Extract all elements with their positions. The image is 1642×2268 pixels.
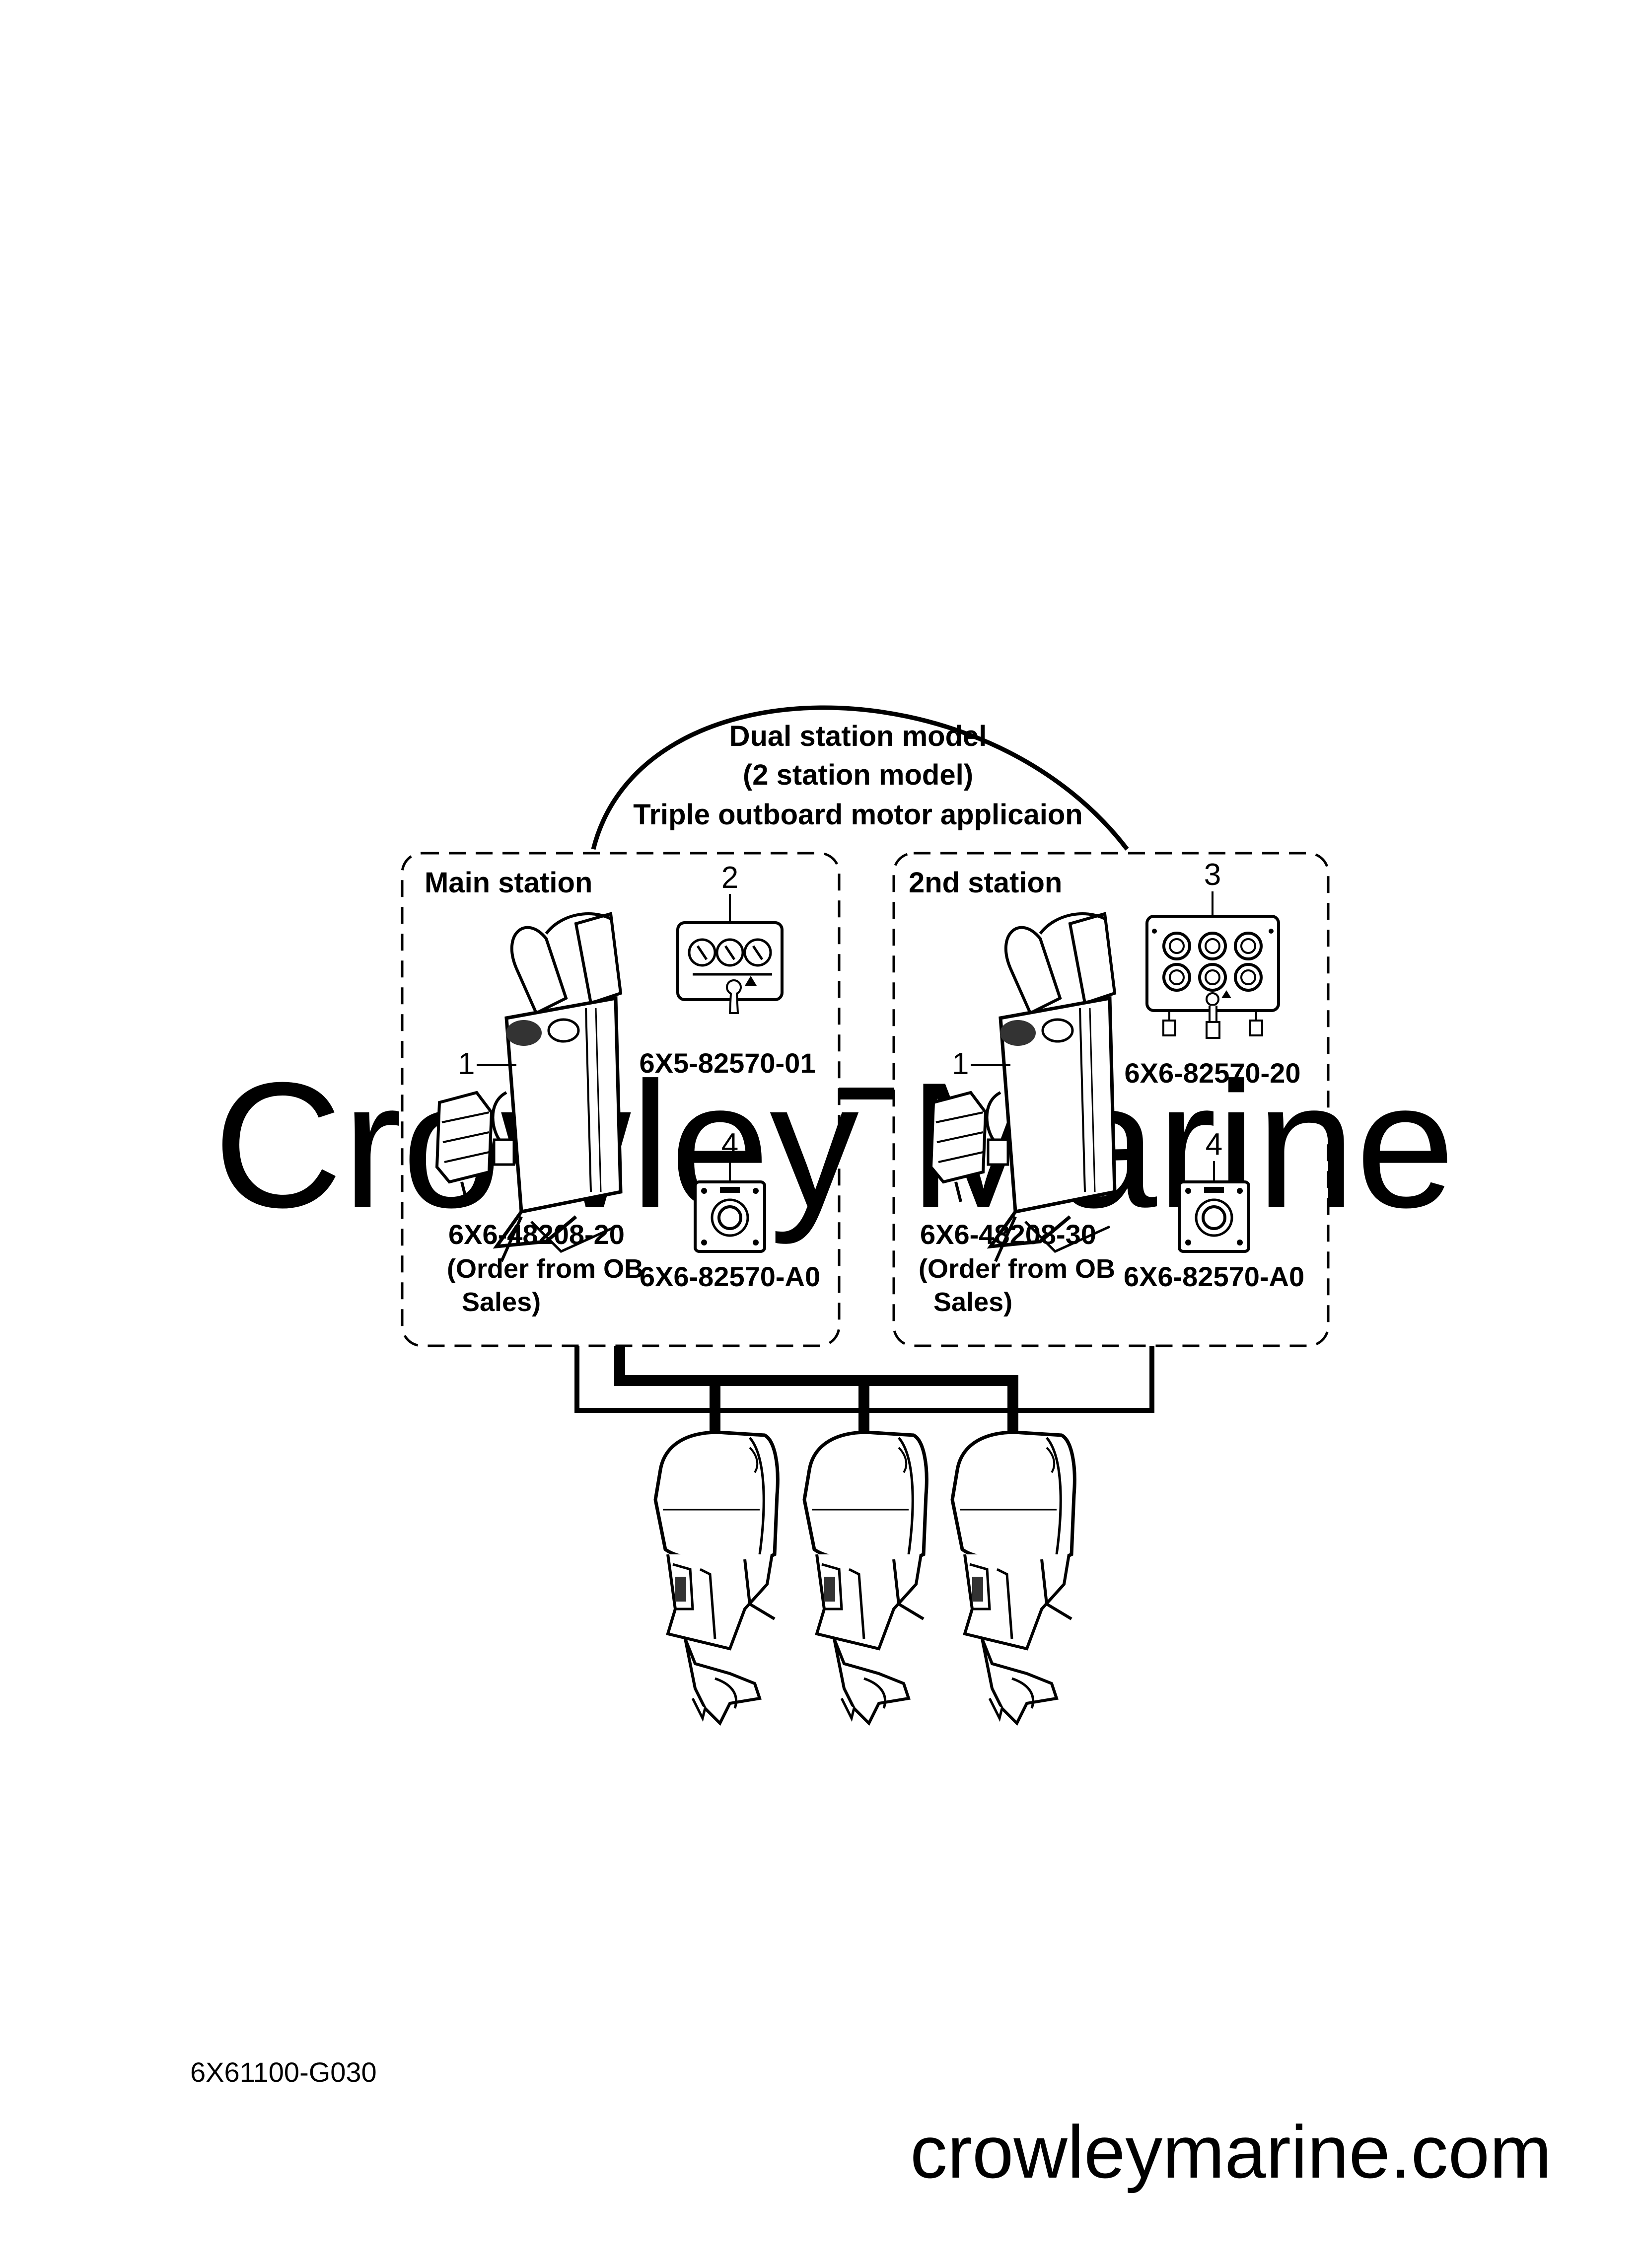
second-switch-panel[interactable]	[1145, 915, 1280, 1039]
second-stop-switch[interactable]	[1178, 1180, 1250, 1253]
main-switch-panel[interactable]	[676, 921, 784, 1014]
main-stop-switch-part-number: 6X6-82570-A0	[640, 1261, 820, 1292]
main-control-note-1: (Order from OB	[447, 1254, 643, 1284]
second-control-callout: 1	[952, 1047, 969, 1081]
site-url: crowleymarine.com	[910, 2110, 1552, 2194]
main-control-part-number: 6X6-48208-20	[448, 1219, 625, 1250]
outboard-motor-1[interactable]	[653, 1430, 780, 1726]
title-line-3: Triple outboard motor applicaion	[633, 799, 1083, 831]
main-station-label: Main station	[425, 867, 592, 899]
main-switch-panel-part-number: 6X5-82570-01	[640, 1047, 816, 1079]
main-control-note-2: Sales)	[462, 1287, 541, 1317]
wiring-harness	[574, 1346, 1154, 1435]
second-control-note-2: Sales)	[933, 1287, 1012, 1317]
outboard-motor-2[interactable]	[804, 1432, 927, 1723]
diagram-code: 6X61100-G030	[190, 2056, 377, 2088]
title-arch	[591, 705, 1129, 851]
main-control-lever[interactable]	[435, 912, 623, 1262]
outboard-motor-3[interactable]	[952, 1432, 1074, 1723]
main-switch-panel-callout: 2	[721, 861, 738, 895]
second-stop-switch-callout: 4	[1206, 1127, 1222, 1162]
title-line-2: (2 station model)	[743, 759, 973, 791]
main-stop-switch-callout: 4	[721, 1127, 738, 1162]
second-stop-switch-part-number: 6X6-82570-A0	[1124, 1261, 1304, 1292]
station-link	[839, 1088, 894, 1099]
main-stop-switch[interactable]	[694, 1180, 766, 1253]
second-control-part-number: 6X6-48208-30	[920, 1219, 1096, 1250]
second-control-lever[interactable]	[929, 912, 1117, 1262]
second-control-note-1: (Order from OB	[919, 1254, 1115, 1284]
second-station-label: 2nd station	[909, 867, 1062, 899]
main-control-callout: 1	[458, 1047, 475, 1081]
second-switch-panel-part-number: 6X6-82570-20	[1125, 1057, 1301, 1089]
second-switch-panel-callout: 3	[1204, 858, 1221, 892]
title-line-1: Dual station model	[729, 720, 987, 752]
